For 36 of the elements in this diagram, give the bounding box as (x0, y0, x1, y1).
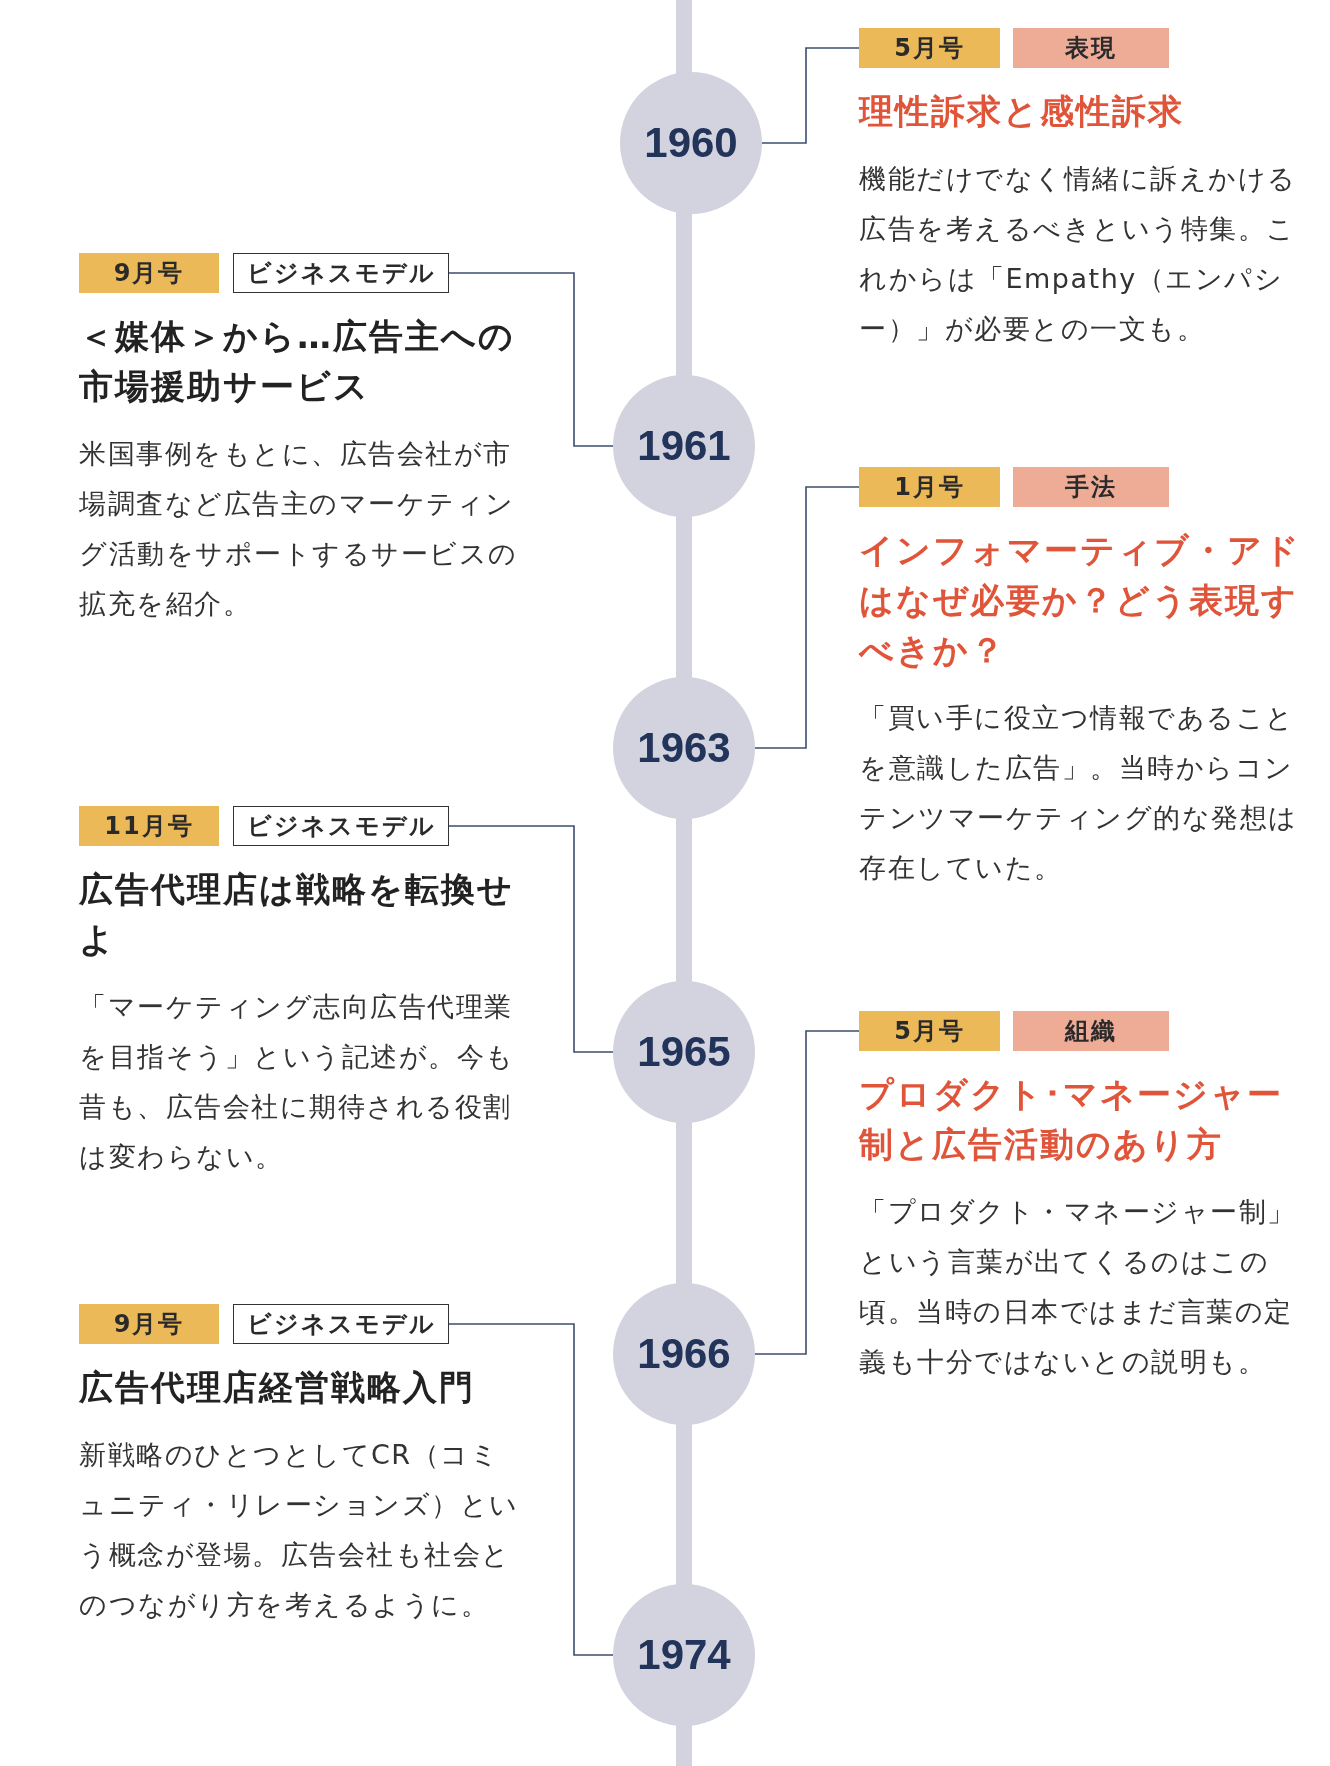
category-tag: 手法 (1013, 467, 1169, 507)
year-label: 1961 (637, 422, 731, 470)
connector-line (754, 486, 860, 749)
issue-tag: 9月号 (79, 253, 219, 293)
connector-line (448, 272, 614, 447)
article-title: ＜媒体＞から…広告主への市場援助サービス (79, 315, 516, 408)
article-title: 広告代理店は戦略を転換せよ (79, 868, 515, 961)
issue-tag: 1月号 (859, 467, 1000, 507)
article-title: 広告代理店経営戦略入門 (79, 1366, 476, 1409)
article-title: インフォマーティブ・アドはなぜ必要か？どう表現すべきか？ (859, 529, 1302, 672)
article-summary: 「マーケティング志向広告代理業を目指そう」という記述が。今も昔も、広告会社に期待される役割は変わらない。 (79, 990, 516, 1174)
article-summary: 機能だけでなく情緒に訴えかける広告を考えるべきという特集。これからは「Empathy（エンパシー）」が必要との一文も。 (859, 162, 1298, 346)
year-label: 1965 (637, 1028, 731, 1076)
connector-line (754, 1030, 860, 1355)
issue-tag: 5月号 (859, 1011, 1000, 1051)
issue-tag: 5月号 (859, 28, 1000, 68)
article-title: プロダクト･マネージャー制と広告活動のあり方 (859, 1073, 1284, 1166)
connector-line (448, 825, 614, 1053)
year-label: 1963 (637, 724, 731, 772)
connector-line (761, 47, 860, 144)
year-label: 1960 (644, 119, 738, 167)
issue-tag: 9月号 (79, 1304, 219, 1344)
year-label: 1974 (637, 1631, 731, 1679)
article-summary: 「買い手に役立つ情報であることを意識した広告」。当時からコンテンツマーケティング的な発想は存在していた。 (859, 701, 1299, 885)
article-summary: 新戦略のひとつとしてCR（コミュニティ・リレーションズ）という概念が登場。広告会社も社会とのつながり方を考えるように。 (79, 1438, 519, 1622)
category-tag: ビジネスモデル (233, 1304, 449, 1344)
year-label: 1966 (637, 1330, 731, 1378)
category-tag: ビジネスモデル (233, 253, 449, 293)
article-title: 理性訴求と感性訴求 (859, 90, 1185, 133)
connector-line (448, 1323, 614, 1656)
category-tag: 表現 (1013, 28, 1169, 68)
issue-tag: 11月号 (79, 806, 219, 846)
article-summary: 「プロダクト・マネージャー制」という言葉が出てくるのはこの頃。当時の日本ではまだ言葉の定義も十分ではないとの説明も。 (859, 1195, 1297, 1379)
category-tag: 組織 (1013, 1011, 1169, 1051)
category-tag: ビジネスモデル (233, 806, 449, 846)
article-summary: 米国事例をもとに、広告会社が市場調査など広告主のマーケティング活動をサポートするサービスの拡充を紹介。 (79, 437, 519, 621)
